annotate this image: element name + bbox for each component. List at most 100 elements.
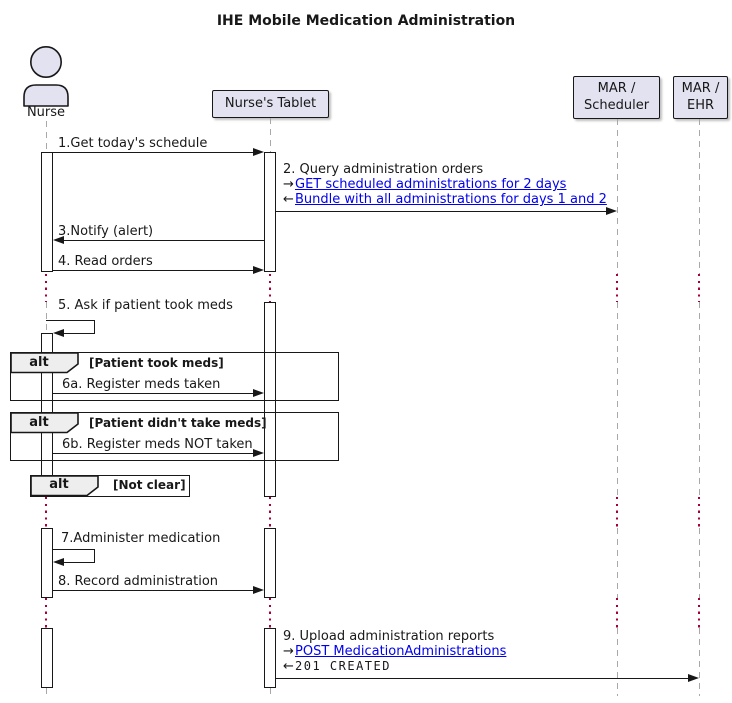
message-9-response: ←201 CREATED: [283, 659, 391, 674]
message-7-label: 7.Administer medication: [61, 531, 221, 546]
delay-segment: [698, 598, 700, 628]
lifeline-tablet: [270, 118, 271, 152]
message-8-line: [53, 590, 255, 591]
status-code-text: 201 CREATED: [295, 659, 391, 673]
lifeline-ehr: [699, 628, 700, 696]
message-6b-line: [53, 453, 255, 454]
lifeline-nurse: [46, 302, 47, 333]
alt-operator-label: alt: [29, 415, 49, 430]
participant-scheduler-label-line2: Scheduler: [583, 97, 650, 113]
nurse-actor-icon: [23, 46, 69, 107]
message-7-line: [58, 562, 95, 563]
alt-frame-not-clear: alt [Not clear]: [30, 475, 190, 497]
activation-bar-nurse: [41, 528, 53, 598]
participant-ehr-label-line1: MAR /: [681, 81, 720, 97]
delay-segment: [269, 274, 271, 302]
participant-box-scheduler: MAR / Scheduler: [573, 76, 660, 119]
participant-box-ehr: MAR / EHR: [673, 76, 728, 119]
lifeline-scheduler: [617, 119, 618, 274]
alt-pentagon: [10, 412, 79, 434]
message-2-request: →GET scheduled administrations for 2 day…: [283, 177, 566, 192]
delay-segment: [45, 274, 47, 302]
arrowhead-right-icon: [688, 674, 699, 682]
message-4-line: [53, 270, 255, 271]
participant-tablet-label: Nurse's Tablet: [224, 95, 317, 111]
bundle-administrations-link[interactable]: Bundle with all administrations for days…: [295, 192, 607, 207]
lifeline-scheduler: [617, 528, 618, 598]
nurse-actor-label: Nurse: [26, 105, 66, 120]
message-6a-label: 6a. Register meds taken: [62, 377, 221, 392]
delay-segment: [616, 497, 618, 528]
message-4-label: 4. Read orders: [58, 254, 153, 269]
message-6b-label: 6b. Register meds NOT taken: [62, 437, 253, 452]
arrowhead-right-icon: [253, 148, 264, 156]
message-2-line: [276, 211, 606, 212]
activation-bar-tablet: [264, 152, 276, 272]
message-2-response: ←Bundle with all administrations for day…: [283, 192, 607, 207]
activation-bar-nurse: [41, 152, 53, 272]
message-9-request: →POST MedicationAdministrations: [283, 644, 506, 659]
alt-frame-patient-didnt-take-meds: alt [Patient didn't take meds]: [10, 412, 339, 461]
message-6a-line: [53, 393, 255, 394]
lifeline-scheduler: [617, 302, 618, 497]
delay-segment: [269, 598, 271, 628]
message-5-line: [94, 320, 95, 334]
delay-segment: [45, 598, 47, 628]
arrowhead-right-icon: [253, 389, 264, 397]
message-3-line: [64, 240, 264, 241]
message-3-label: 3.Notify (alert): [58, 224, 154, 239]
participant-ehr-label-line2: EHR: [686, 97, 715, 113]
arrowhead-left-icon: [53, 329, 64, 337]
arrowhead-right-icon: [253, 586, 264, 594]
activation-bar-tablet: [264, 628, 276, 688]
lifeline-tablet: [270, 688, 271, 696]
arrowhead-right-icon: [253, 449, 264, 457]
arrowhead-left-icon: [53, 236, 64, 244]
message-5-line: [46, 320, 95, 321]
lifeline-scheduler: [617, 628, 618, 696]
alt-condition-label: [Patient didn't take meds]: [89, 416, 267, 430]
delay-segment: [616, 598, 618, 628]
lifeline-nurse: [46, 121, 47, 152]
message-1-line: [53, 152, 255, 153]
alt-condition-label: [Patient took meds]: [89, 356, 224, 370]
alt-condition-label: [Not clear]: [113, 478, 186, 492]
alt-pentagon: [10, 352, 79, 374]
message-1-label: 1.Get today's schedule: [58, 136, 208, 151]
arrowhead-left-icon: [53, 558, 64, 566]
post-medicationadministrations-link[interactable]: POST MedicationAdministrations: [295, 644, 507, 659]
lifeline-ehr: [699, 528, 700, 598]
message-7-line: [53, 549, 95, 550]
lifeline-ehr: [699, 119, 700, 274]
arrowhead-right-icon: [606, 207, 617, 215]
participant-scheduler-label-line1: MAR /: [597, 81, 636, 97]
activation-bar-tablet: [264, 302, 276, 497]
message-2-label: 2. Query administration orders: [283, 162, 484, 177]
message-9-label: 9. Upload administration reports: [283, 629, 495, 644]
alt-operator-label: alt: [49, 477, 69, 492]
participant-box-tablet: Nurse's Tablet: [212, 90, 329, 118]
arrowhead-right-icon: [253, 266, 264, 274]
right-arrow-icon: →: [283, 644, 294, 659]
lifeline-nurse: [46, 688, 47, 696]
message-8-label: 8. Record administration: [58, 574, 219, 589]
message-5-line: [58, 333, 95, 334]
left-arrow-icon: ←: [283, 659, 294, 674]
message-9-line: [276, 678, 688, 679]
delay-segment: [698, 497, 700, 528]
get-scheduled-administrations-link[interactable]: GET scheduled administrations for 2 days: [295, 177, 567, 192]
delay-segment: [616, 274, 618, 302]
diagram-title: IHE Mobile Medication Administration: [216, 13, 516, 29]
delay-segment: [269, 497, 271, 528]
message-7-line: [94, 549, 95, 563]
right-arrow-icon: →: [283, 177, 294, 192]
lifeline-ehr: [699, 302, 700, 497]
message-5-label: 5. Ask if patient took meds: [58, 298, 233, 313]
alt-operator-label: alt: [29, 355, 49, 370]
delay-segment: [45, 497, 47, 528]
activation-bar-tablet: [264, 528, 276, 598]
left-arrow-icon: ←: [283, 192, 294, 207]
delay-segment: [698, 274, 700, 302]
activation-bar-nurse: [41, 628, 53, 688]
